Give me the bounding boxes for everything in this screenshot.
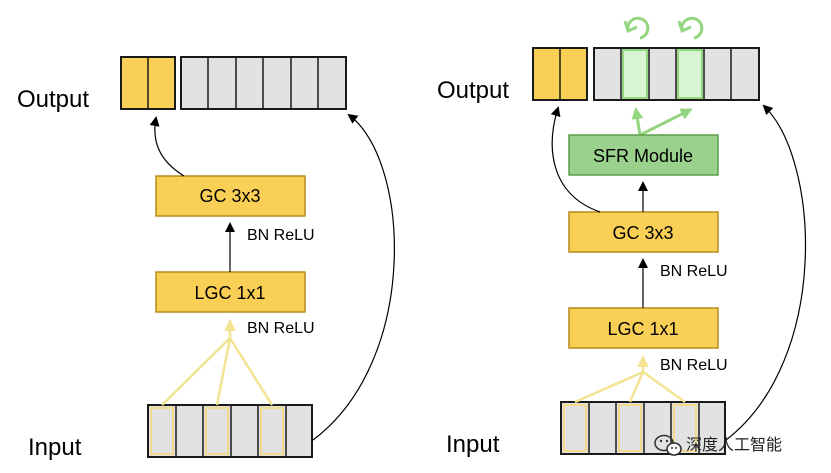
sfr-to-output-arrows (631, 107, 693, 137)
right-input-block (560, 401, 726, 455)
refresh-icon (677, 16, 704, 40)
right-arrow-gc-to-output (550, 106, 601, 213)
refresh-icon (623, 16, 650, 40)
left-output-label: Output (17, 86, 89, 113)
right-bn-relu-upper: BN ReLU (660, 263, 728, 280)
right-output-block (532, 47, 760, 101)
right-arrow-skip-connection (725, 104, 806, 441)
right-input-label: Input (446, 431, 500, 458)
left-gc-label: GC 3x3 (199, 186, 260, 206)
right-lgc-box: LGC 1x1 (568, 307, 719, 349)
left-lgc-box: LGC 1x1 (155, 271, 306, 313)
left-input-block (147, 404, 313, 458)
watermark: 深度人工智能 (654, 434, 782, 456)
watermark-text: 深度人工智能 (686, 436, 782, 454)
left-fan-in-lines (161, 319, 274, 406)
right-gc-box: GC 3x3 (568, 211, 719, 253)
left-gc-box: GC 3x3 (155, 175, 306, 217)
left-arrow-skip-connection (312, 113, 395, 441)
sfr-module-label: SFR Module (593, 146, 693, 166)
right-gc-label: GC 3x3 (612, 223, 673, 243)
right-bn-relu-lower: BN ReLU (660, 357, 728, 374)
right-output-label: Output (437, 77, 509, 104)
right-lgc-label: LGC 1x1 (607, 319, 678, 339)
left-output-block (120, 56, 347, 110)
wechat-icon (654, 434, 682, 456)
left-arrow-gc-to-output (149, 116, 185, 177)
left-bn-relu-lower: BN ReLU (247, 320, 315, 337)
sfr-module-box: SFR Module (568, 134, 719, 176)
left-lgc-label: LGC 1x1 (194, 283, 265, 303)
left-input-label: Input (28, 434, 82, 461)
left-diagram: Output GC 3x3 BN ReLU LGC 1x1 BN ReLU (17, 56, 395, 461)
right-fan-in-lines (574, 355, 686, 404)
right-diagram: Output (437, 16, 806, 458)
left-bn-relu-upper: BN ReLU (247, 227, 315, 244)
